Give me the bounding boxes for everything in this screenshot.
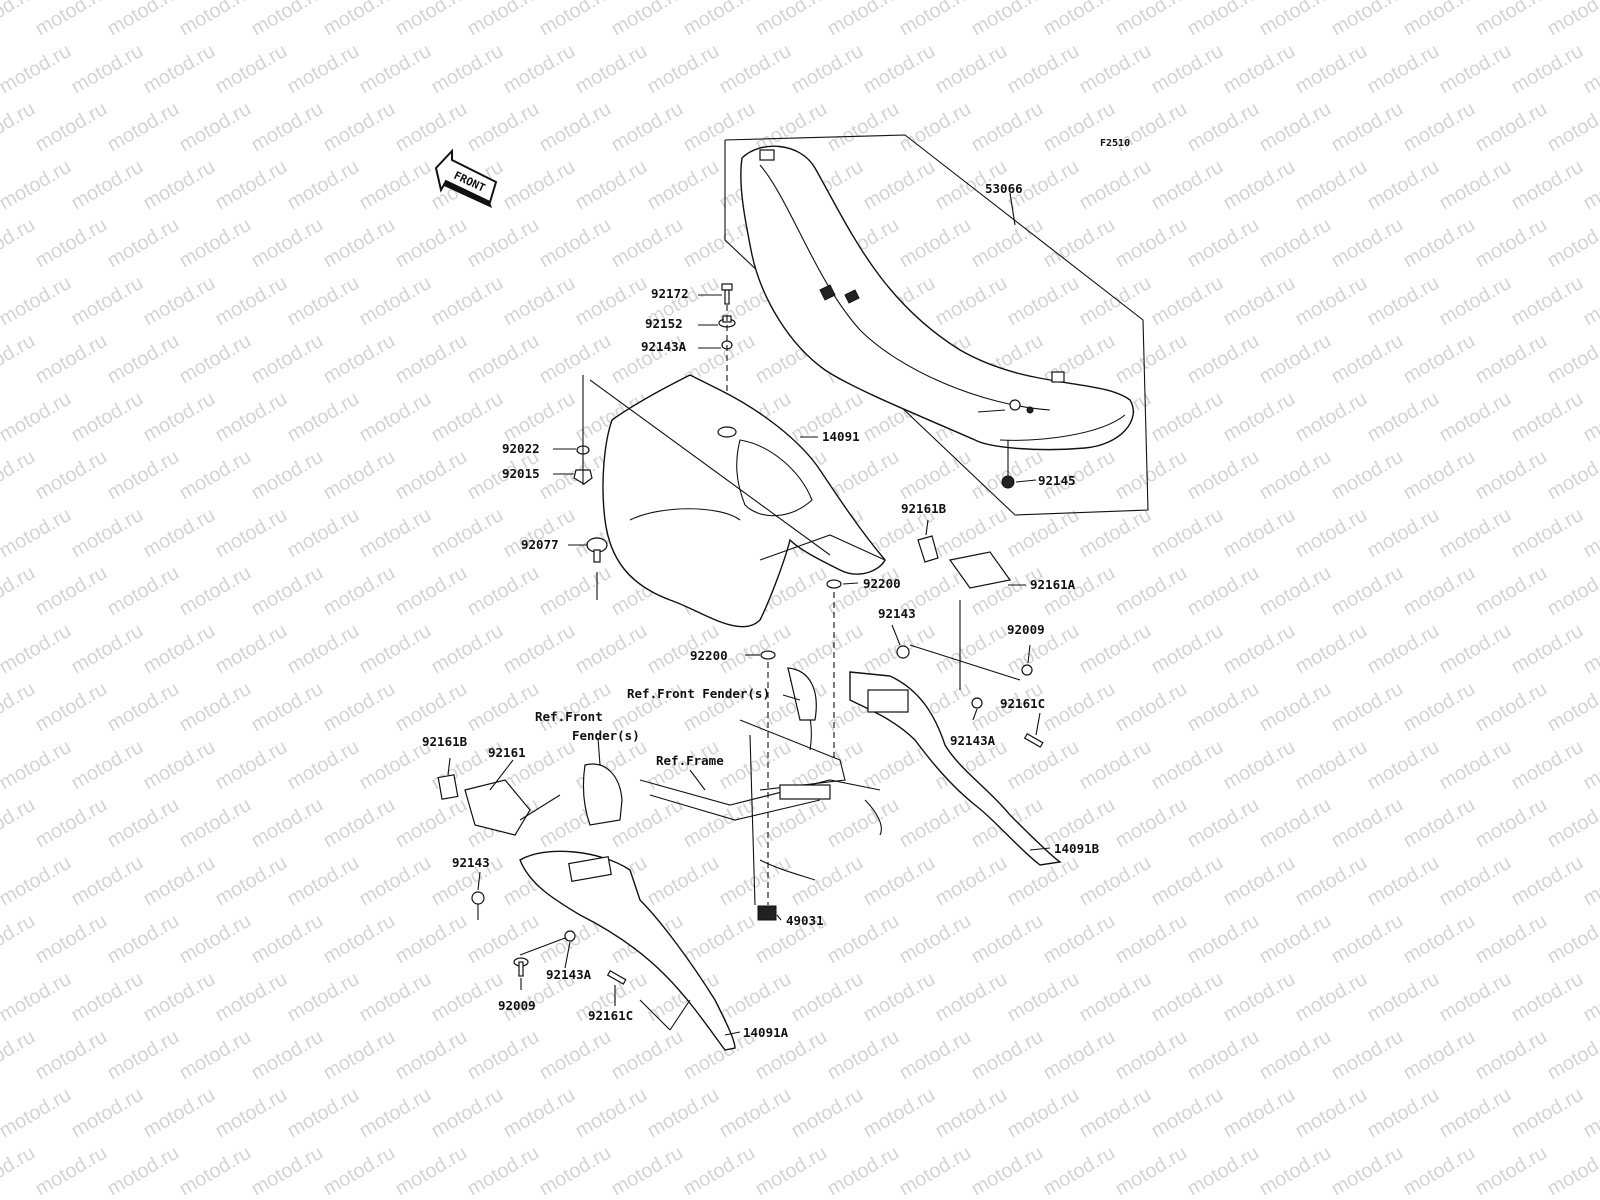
label-92143A-right[interactable]: 92143A [950, 733, 996, 748]
label-92022[interactable]: 92022 [502, 441, 540, 456]
label-ref-front-fender-left-line2: Fender(s) [572, 728, 640, 743]
side-cover-14091A[interactable] [519, 850, 736, 1051]
label-92143A-top[interactable]: 92143A [641, 339, 687, 354]
leader-lines [447, 192, 1051, 1036]
front-direction-arrow-icon: FRONT [434, 148, 498, 208]
grommet-92200-right[interactable] [826, 579, 842, 589]
damper-92143-right[interactable] [896, 645, 910, 659]
pad-92161A[interactable] [948, 551, 1012, 589]
pad-92161B-left[interactable] [437, 774, 459, 800]
pad-92161[interactable] [464, 779, 531, 836]
label-14091B[interactable]: 14091B [1054, 841, 1100, 856]
label-92009-left[interactable]: 92009 [498, 998, 536, 1013]
label-49031[interactable]: 49031 [786, 913, 824, 928]
frame-reference [639, 667, 882, 906]
label-92143A-left[interactable]: 92143A [546, 967, 592, 982]
label-92143-right[interactable]: 92143 [878, 606, 916, 621]
label-92161B-left[interactable]: 92161B [422, 734, 468, 749]
label-92161C-left[interactable]: 92161C [588, 1008, 634, 1023]
label-92161B-right[interactable]: 92161B [901, 501, 947, 516]
label-53066[interactable]: 53066 [985, 181, 1023, 196]
label-92143-left[interactable]: 92143 [452, 855, 490, 870]
label-92200-left[interactable]: 92200 [690, 648, 728, 663]
label-92145[interactable]: 92145 [1038, 473, 1076, 488]
damper-92143A-right[interactable] [971, 697, 983, 709]
side-cover-14091B[interactable] [849, 671, 1062, 866]
label-ref-front-fender-right: Ref.Front Fender(s) [627, 686, 770, 701]
label-92009-right[interactable]: 92009 [1007, 622, 1045, 637]
label-92172[interactable]: 92172 [651, 286, 689, 301]
seat-group-outline [724, 134, 1149, 516]
label-92161C-right[interactable]: 92161C [1000, 696, 1046, 711]
clip-92077[interactable] [586, 537, 608, 563]
damper-92143A-left[interactable] [564, 930, 576, 942]
label-ref-frame: Ref.Frame [656, 753, 724, 768]
pad-92161B-right[interactable] [917, 535, 939, 563]
label-92161[interactable]: 92161 [488, 745, 526, 760]
label-14091A[interactable]: 14091A [743, 1025, 789, 1040]
front-fender-reference-left [582, 763, 623, 826]
label-14091[interactable]: 14091 [822, 429, 860, 444]
clip-92145[interactable] [1001, 475, 1015, 489]
bolt-92009-left[interactable] [513, 957, 529, 977]
grommet-92200-left[interactable] [760, 650, 776, 660]
label-92077[interactable]: 92077 [521, 537, 559, 552]
label-ref-front-fender-left-line1: Ref.Front [535, 709, 603, 724]
cover-14091[interactable] [589, 374, 886, 628]
seat-53066[interactable] [740, 145, 1134, 451]
pad-92161C-left[interactable] [606, 969, 627, 985]
label-92015[interactable]: 92015 [502, 466, 540, 481]
bolt-92172[interactable] [721, 283, 733, 305]
label-92161A[interactable]: 92161A [1030, 577, 1076, 592]
figure-code: F2510 [1100, 138, 1131, 149]
damper-92143-left[interactable] [471, 891, 485, 905]
clip-49031[interactable] [757, 905, 777, 921]
label-92152[interactable]: 92152 [645, 316, 683, 331]
pad-92161C-right[interactable] [1023, 732, 1044, 748]
label-92200-right[interactable]: 92200 [863, 576, 901, 591]
bolt-92009-right[interactable] [1021, 664, 1033, 676]
